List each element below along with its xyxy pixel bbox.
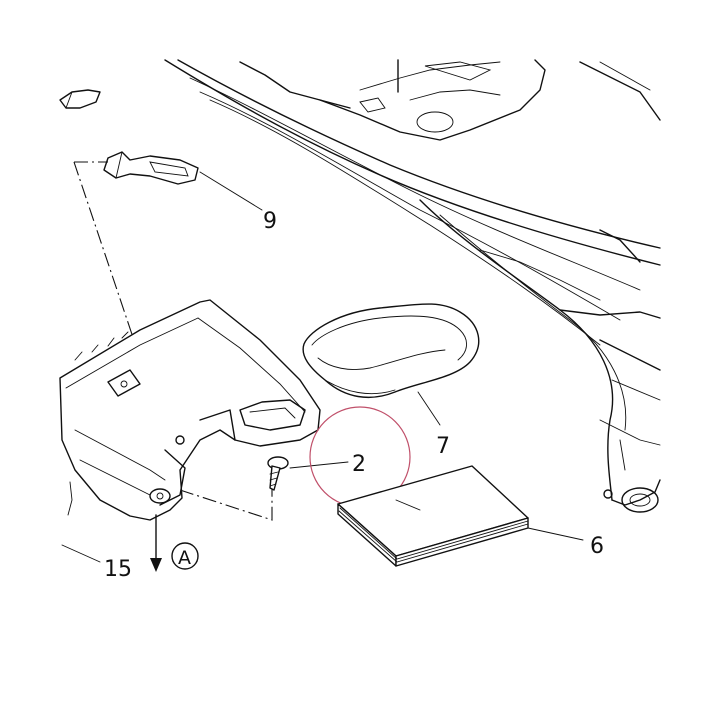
callout-a: A: [178, 547, 191, 569]
view-arrow-a: [150, 514, 199, 572]
callout-9: 9: [263, 209, 277, 234]
callout-2: 2: [352, 452, 366, 477]
part-7-pad: [302, 303, 480, 426]
callout-15: 15: [104, 557, 132, 582]
part-9-clip: [59, 89, 263, 211]
part-15-tray: [59, 299, 321, 563]
callout-7: 7: [436, 434, 450, 459]
callout-6: 6: [590, 534, 604, 559]
part-2-screw: [267, 456, 349, 491]
cowl-panel: [164, 59, 661, 513]
part-6-booklet: [337, 465, 584, 567]
